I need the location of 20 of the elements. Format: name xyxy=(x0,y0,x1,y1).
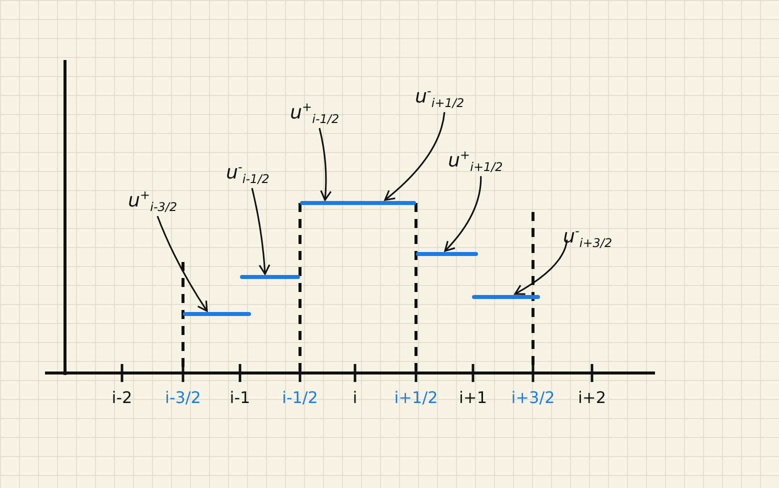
axis-label: i-3/2 xyxy=(165,388,201,407)
axis-label: i+2 xyxy=(578,388,606,407)
axis-label: i-1 xyxy=(230,388,250,407)
axis-label: i-2 xyxy=(112,388,132,407)
leader-line xyxy=(251,188,270,275)
leader-line xyxy=(384,112,446,201)
value-bar xyxy=(240,275,300,279)
leader-line xyxy=(444,176,482,252)
axis-label: i-1/2 xyxy=(282,388,318,407)
axis-label: i+3/2 xyxy=(511,388,555,407)
axis-label: i xyxy=(352,388,358,407)
leader-line xyxy=(156,216,208,312)
value-bar xyxy=(472,295,540,299)
axis-label: i+1 xyxy=(458,388,488,407)
value-bar xyxy=(183,312,251,316)
value-bar xyxy=(300,201,416,205)
value-bar xyxy=(416,252,478,256)
leader-line xyxy=(318,128,332,201)
leader-line xyxy=(514,240,568,295)
axis-label: i+1/2 xyxy=(394,388,438,407)
